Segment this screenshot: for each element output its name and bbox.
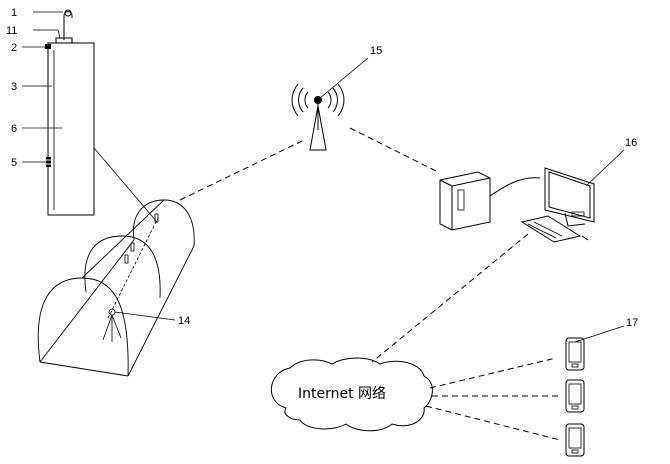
desktop-computer-icon xyxy=(440,150,624,242)
radio-tower-icon xyxy=(292,58,368,150)
link-station-to-computer xyxy=(350,128,438,172)
sensor-node-icon xyxy=(125,255,128,263)
label-2: 2 xyxy=(11,42,17,54)
tunnel-structure xyxy=(38,200,194,376)
label-17: 17 xyxy=(626,317,638,329)
label-5: 5 xyxy=(11,157,17,169)
tunnel-front-floor xyxy=(40,362,128,376)
callout-17 xyxy=(575,326,624,342)
mobile-phone-icon xyxy=(566,338,584,370)
monitoring-device xyxy=(45,10,94,215)
link-computer-to-internet xyxy=(372,234,528,362)
sensor-node-icon xyxy=(131,243,134,251)
callout-15 xyxy=(320,58,368,98)
label-1: 1 xyxy=(11,7,17,19)
label-11: 11 xyxy=(6,25,17,37)
link-internet-to-phone-3 xyxy=(426,406,560,440)
internet-label: Internet 网络 xyxy=(298,386,386,402)
device-callouts xyxy=(22,12,63,162)
label-3: 3 xyxy=(11,81,17,93)
mobile-phone-icon xyxy=(566,380,584,412)
callout-16 xyxy=(586,150,624,186)
indicator-block xyxy=(45,44,51,49)
label-16: 16 xyxy=(625,137,637,149)
link-internet-to-phone-1 xyxy=(430,358,556,388)
hatched-component xyxy=(46,157,51,167)
tunnel-front-arch xyxy=(38,278,128,376)
device-to-tunnel-line xyxy=(94,148,157,222)
tunnel-rear-arch xyxy=(133,200,194,246)
mobile-phone-icon xyxy=(566,424,584,456)
label-6: 6 xyxy=(11,123,17,135)
label-15: 15 xyxy=(370,45,382,57)
tripod-sensor xyxy=(109,309,115,315)
link-tunnel-to-station xyxy=(180,140,304,200)
label-14: 14 xyxy=(178,315,190,327)
antenna-tip xyxy=(65,10,71,16)
device-body xyxy=(48,43,94,215)
